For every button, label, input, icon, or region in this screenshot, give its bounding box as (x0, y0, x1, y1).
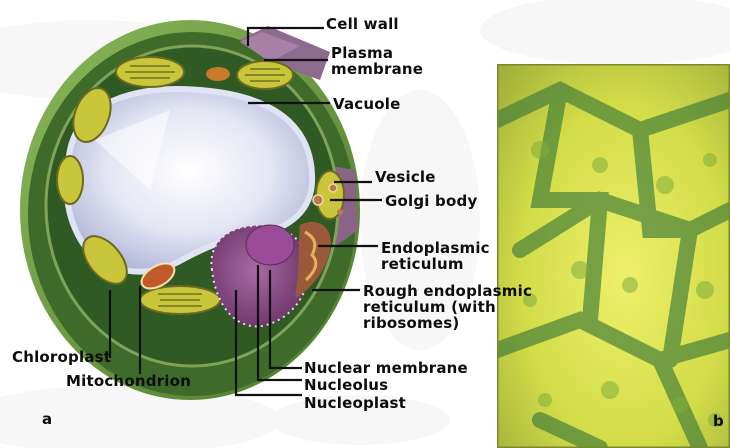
label-nuclear-membrane: Nuclear membrane (304, 360, 468, 376)
label-nucleolus: Nucleolus (304, 377, 388, 393)
label-chloroplast: Chloroplast (12, 349, 111, 365)
label-endoplasmic-reticulum: Endoplasmic reticulum (381, 240, 490, 272)
label-rough-er: Rough endoplasmic reticulum (with riboso… (363, 283, 532, 331)
label-cell-wall: Cell wall (326, 16, 399, 32)
label-plasma-membrane: Plasma membrane (331, 45, 423, 77)
plant-cell-illustration (20, 20, 360, 400)
micrograph-panel (497, 64, 730, 448)
label-mitochondrion: Mitochondrion (66, 373, 191, 389)
panel-b-letter: b (713, 412, 724, 430)
label-vesicle: Vesicle (375, 169, 436, 185)
label-golgi-body: Golgi body (385, 193, 477, 209)
nucleolus (246, 225, 294, 265)
label-vacuole: Vacuole (333, 96, 401, 112)
label-nucleoplast: Nucleoplast (304, 395, 406, 411)
panel-a-letter: a (42, 410, 52, 428)
